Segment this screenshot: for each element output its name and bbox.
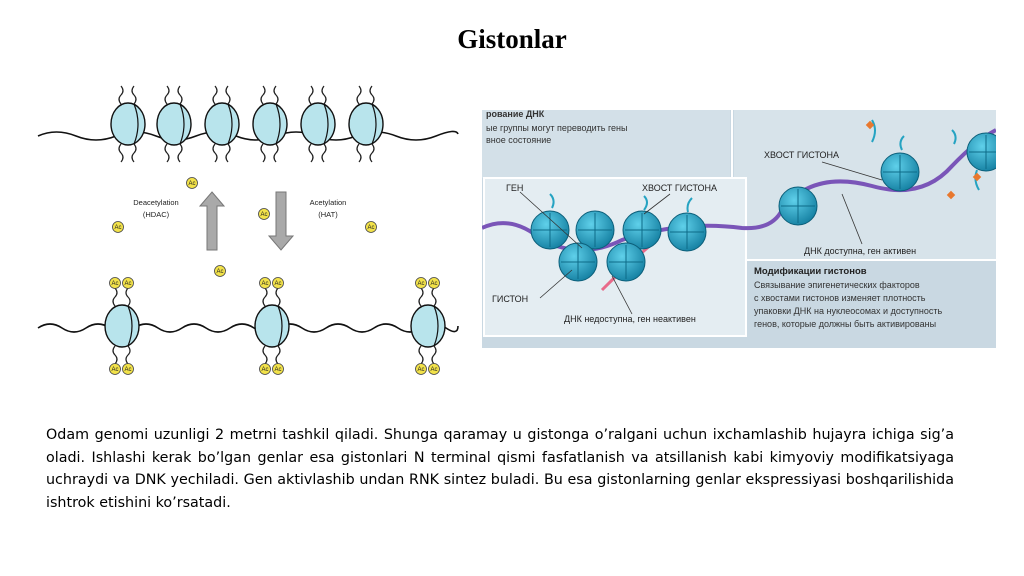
acetylation-label: Acetylation	[310, 198, 347, 207]
arrow-down-icon	[267, 191, 295, 251]
slide-title: Gistonlar	[457, 24, 567, 54]
dna-header-line1: рование ДНК	[486, 110, 545, 119]
nucleosome-row-top	[110, 85, 384, 163]
dna-inaccessible-label: ДНК недоступна, ген неактивен	[564, 314, 696, 324]
histone-modification-illustration: рование ДНК ые группы могут переводить г…	[482, 110, 996, 348]
histone-tail-label-left: ХВОСТ ГИСТОНА	[642, 183, 717, 193]
dna-strand-bottom	[37, 323, 459, 333]
histone-tail-label-right: ХВОСТ ГИСТОНА	[764, 150, 839, 160]
deacetylation-label: Deacetylation	[133, 198, 178, 207]
dna-header-line3: вное состояние	[486, 135, 551, 145]
dna-header-line2: ые группы могут переводить гены	[486, 123, 627, 133]
modifications-title: Модификации гистонов	[754, 266, 867, 277]
histone-label: ГИСТОН	[492, 294, 528, 304]
modifications-line3: упаковки ДНК на нуклеосомах и доступност…	[754, 306, 943, 316]
free-acetyl-groups	[112, 177, 377, 277]
hdac-label: (HDAC)	[143, 210, 170, 219]
modifications-line1: Связывание эпигенетических факторов	[754, 280, 920, 290]
modifications-line2: с хвостами гистонов изменяет плотность	[754, 293, 926, 303]
acetylation-diagram: Ac Deacetylation (HDAC) Acetylation (HAT…	[37, 85, 459, 375]
dna-accessible-label: ДНК доступна, ген активен	[804, 246, 916, 256]
modifications-line4: генов, которые должны быть активированы	[754, 319, 936, 329]
dna-strand-top	[37, 130, 459, 141]
gene-label: ГЕН	[506, 183, 523, 193]
arrow-up-icon	[198, 191, 226, 251]
hat-label: (HAT)	[318, 210, 338, 219]
body-paragraph: Odam genomi uzunligi 2 metrni tashkil qi…	[46, 427, 954, 511]
